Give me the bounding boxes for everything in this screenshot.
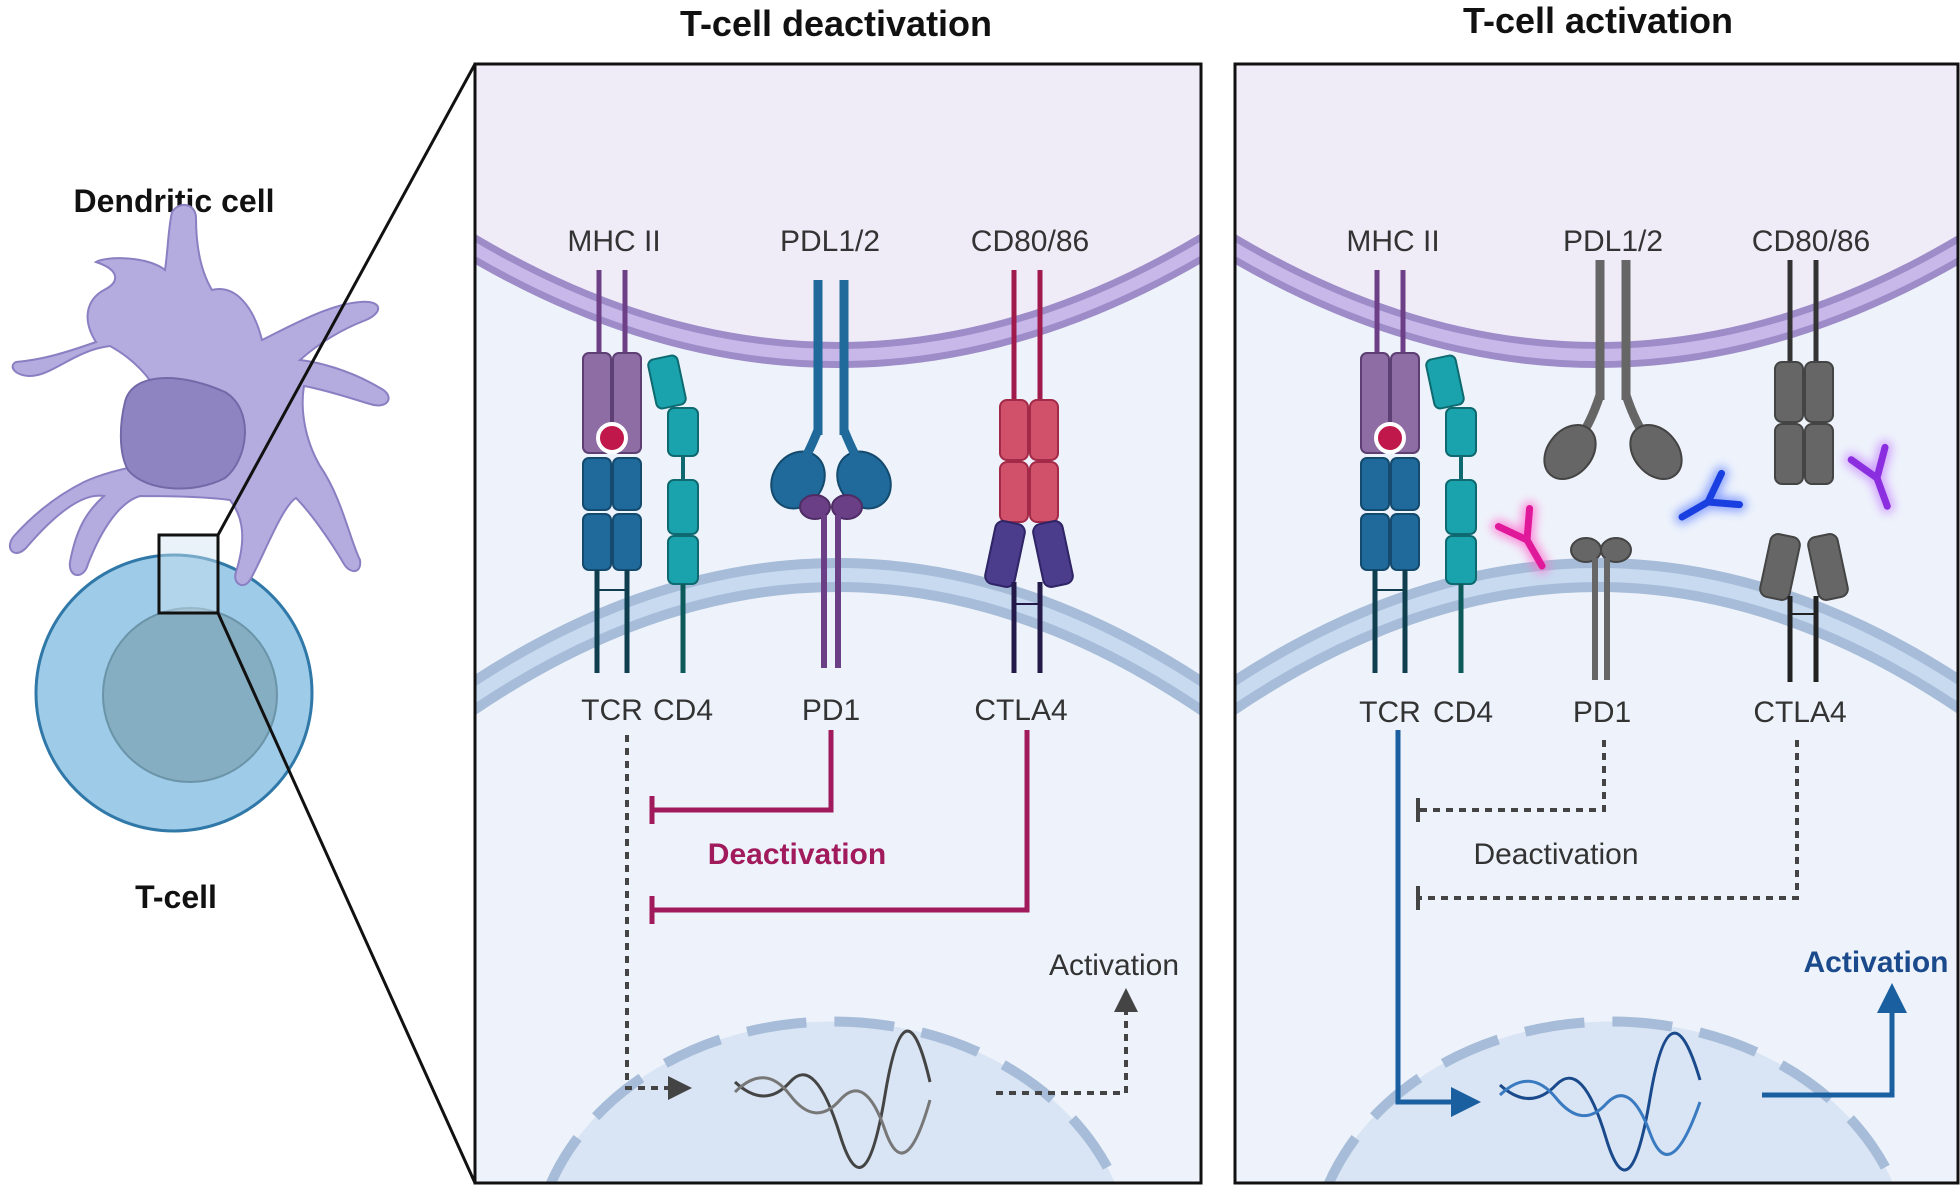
cd80-label: CD80/86 <box>971 225 1089 258</box>
zoom-region <box>157 533 220 615</box>
panel-title: T-cell deactivation <box>680 3 992 44</box>
tcr-label: TCR <box>1359 696 1421 729</box>
antibody-blue <box>1675 466 1747 524</box>
activation-label: Activation <box>1803 946 1948 979</box>
activation-path <box>1762 983 1907 1098</box>
cd4-molecule <box>1425 354 1477 673</box>
pdl-molecule <box>1543 260 1683 480</box>
ctla4-label: CTLA4 <box>974 694 1067 727</box>
cd80-label: CD80/86 <box>1752 225 1870 258</box>
nucleus <box>1329 1021 1893 1183</box>
tcr-signal-path <box>625 735 692 1100</box>
zoom-line-bottom <box>216 612 477 1184</box>
pd1-molecule <box>799 494 863 668</box>
pd1-molecule <box>1570 537 1632 680</box>
deactivation-label: Deactivation <box>708 838 886 871</box>
antigen-peptide <box>1374 422 1406 454</box>
nuclear-envelope <box>1323 1016 1899 1183</box>
mhc2-label: MHC II <box>567 225 660 258</box>
t-cell-nucleus <box>102 607 278 783</box>
blocked-inhibition-signals <box>1418 740 1799 900</box>
pd1-label: PD1 <box>802 694 860 727</box>
dna-helix <box>1498 1031 1702 1172</box>
cd4-label: CD4 <box>653 694 713 727</box>
t-cell-label: T-cell <box>135 879 217 915</box>
cd4-molecule <box>647 354 699 673</box>
cd80-ctla4-complex <box>984 270 1074 673</box>
mhc2-tcr-complex <box>1360 270 1420 673</box>
nucleus <box>551 1021 1115 1183</box>
antibody-pink <box>1491 501 1549 573</box>
zoom-line-top <box>216 63 477 536</box>
ctla4-molecule <box>1759 533 1849 682</box>
panel-title: T-cell activation <box>1463 0 1733 41</box>
antigen-peptide <box>596 422 628 454</box>
tcr-label: TCR <box>581 694 643 727</box>
deactivation-label: Deactivation <box>1473 838 1638 871</box>
panel-frame <box>473 62 1203 1185</box>
mhc2-tcr-complex <box>582 270 642 673</box>
dendritic-cell-nucleus <box>119 377 246 490</box>
pdl-molecule <box>770 280 892 510</box>
nuclear-envelope <box>545 1016 1121 1183</box>
apc-cytoplasm <box>1235 64 1958 355</box>
activation-label: Activation <box>1049 949 1179 982</box>
pdl-label: PDL1/2 <box>780 225 880 258</box>
panel-deactivation: T-cell deactivation MHC II PDL1/2 CD80/8… <box>473 3 1203 1185</box>
panel-frame <box>1233 62 1960 1185</box>
cd80-molecule <box>1774 260 1834 485</box>
dna-helix <box>733 1029 932 1169</box>
antibody-purple <box>1844 440 1895 514</box>
activation-path <box>996 988 1138 1095</box>
apc-cytoplasm <box>475 64 1201 355</box>
cd4-label: CD4 <box>1433 696 1493 729</box>
mhc2-label: MHC II <box>1346 225 1439 258</box>
ctla4-label: CTLA4 <box>1753 696 1846 729</box>
pd1-label: PD1 <box>1573 696 1631 729</box>
tcr-signal-path <box>1395 730 1481 1117</box>
pdl-label: PDL1/2 <box>1563 225 1663 258</box>
inhibition-signals <box>649 730 1030 924</box>
panel-activation: T-cell activation MHC II PDL1/2 CD80/86 <box>1233 0 1960 1185</box>
cell-overview: Dendritic cell T-cell <box>8 63 477 1184</box>
